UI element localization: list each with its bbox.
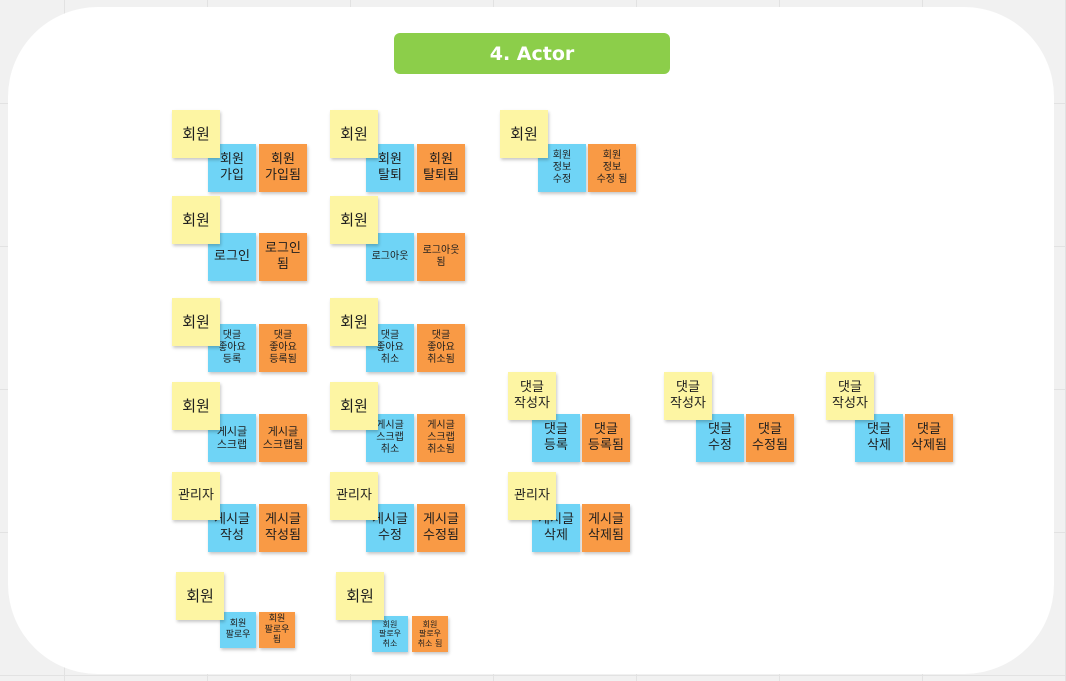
actor-sticky-note[interactable]: 회원	[330, 110, 378, 158]
event-sticky-note[interactable]: 게시글 삭제됨	[582, 504, 630, 552]
event-sticky-note[interactable]: 댓글 수정됨	[746, 414, 794, 462]
actor-sticky-note[interactable]: 댓글 작성자	[826, 372, 874, 420]
whiteboard-frame	[8, 7, 1054, 674]
event-sticky-note[interactable]: 게시글 스크랩됨	[259, 414, 307, 462]
command-sticky-note[interactable]: 회원 가입	[208, 144, 256, 192]
command-sticky-note[interactable]: 회원 팔로우 취소	[372, 616, 408, 652]
actor-sticky-note[interactable]: 회원	[336, 572, 384, 620]
actor-sticky-note[interactable]: 관리자	[172, 472, 220, 520]
actor-sticky-note[interactable]: 회원	[330, 196, 378, 244]
event-sticky-note[interactable]: 게시글 수정됨	[417, 504, 465, 552]
actor-sticky-note[interactable]: 회원	[330, 382, 378, 430]
actor-sticky-note[interactable]: 회원	[172, 382, 220, 430]
event-sticky-note[interactable]: 댓글 삭제됨	[905, 414, 953, 462]
actor-sticky-note[interactable]: 회원	[172, 196, 220, 244]
actor-sticky-note[interactable]: 회원	[172, 110, 220, 158]
event-sticky-note[interactable]: 게시글 작성됨	[259, 504, 307, 552]
command-sticky-note[interactable]: 댓글 삭제	[855, 414, 903, 462]
event-sticky-note[interactable]: 로그인 됨	[259, 233, 307, 281]
event-sticky-note[interactable]: 회원 팔로우 됨	[259, 612, 295, 648]
command-sticky-note[interactable]: 회원 팔로우	[220, 612, 256, 648]
event-sticky-note[interactable]: 댓글 좋아요 등록됨	[259, 324, 307, 372]
event-sticky-note[interactable]: 로그아웃 됨	[417, 233, 465, 281]
event-sticky-note[interactable]: 댓글 좋아요 취소됨	[417, 324, 465, 372]
actor-sticky-note[interactable]: 회원	[176, 572, 224, 620]
event-sticky-note[interactable]: 댓글 등록됨	[582, 414, 630, 462]
frame-title[interactable]: 4. Actor	[394, 33, 670, 74]
event-sticky-note[interactable]: 회원 팔로우 취소 됨	[412, 616, 448, 652]
actor-sticky-note[interactable]: 회원	[172, 298, 220, 346]
actor-sticky-note[interactable]: 회원	[500, 110, 548, 158]
actor-sticky-note[interactable]: 관리자	[508, 472, 556, 520]
event-sticky-note[interactable]: 회원 정보 수정 됨	[588, 144, 636, 192]
event-sticky-note[interactable]: 회원 가입됨	[259, 144, 307, 192]
command-sticky-note[interactable]: 로그아웃	[366, 233, 414, 281]
command-sticky-note[interactable]: 댓글 등록	[532, 414, 580, 462]
event-sticky-note[interactable]: 회원 탈퇴됨	[417, 144, 465, 192]
event-sticky-note[interactable]: 게시글 스크랩 취소됨	[417, 414, 465, 462]
command-sticky-note[interactable]: 게시글 스크랩 취소	[366, 414, 414, 462]
actor-sticky-note[interactable]: 회원	[330, 298, 378, 346]
actor-sticky-note[interactable]: 댓글 작성자	[664, 372, 712, 420]
actor-sticky-note[interactable]: 관리자	[330, 472, 378, 520]
command-sticky-note[interactable]: 댓글 수정	[696, 414, 744, 462]
actor-sticky-note[interactable]: 댓글 작성자	[508, 372, 556, 420]
